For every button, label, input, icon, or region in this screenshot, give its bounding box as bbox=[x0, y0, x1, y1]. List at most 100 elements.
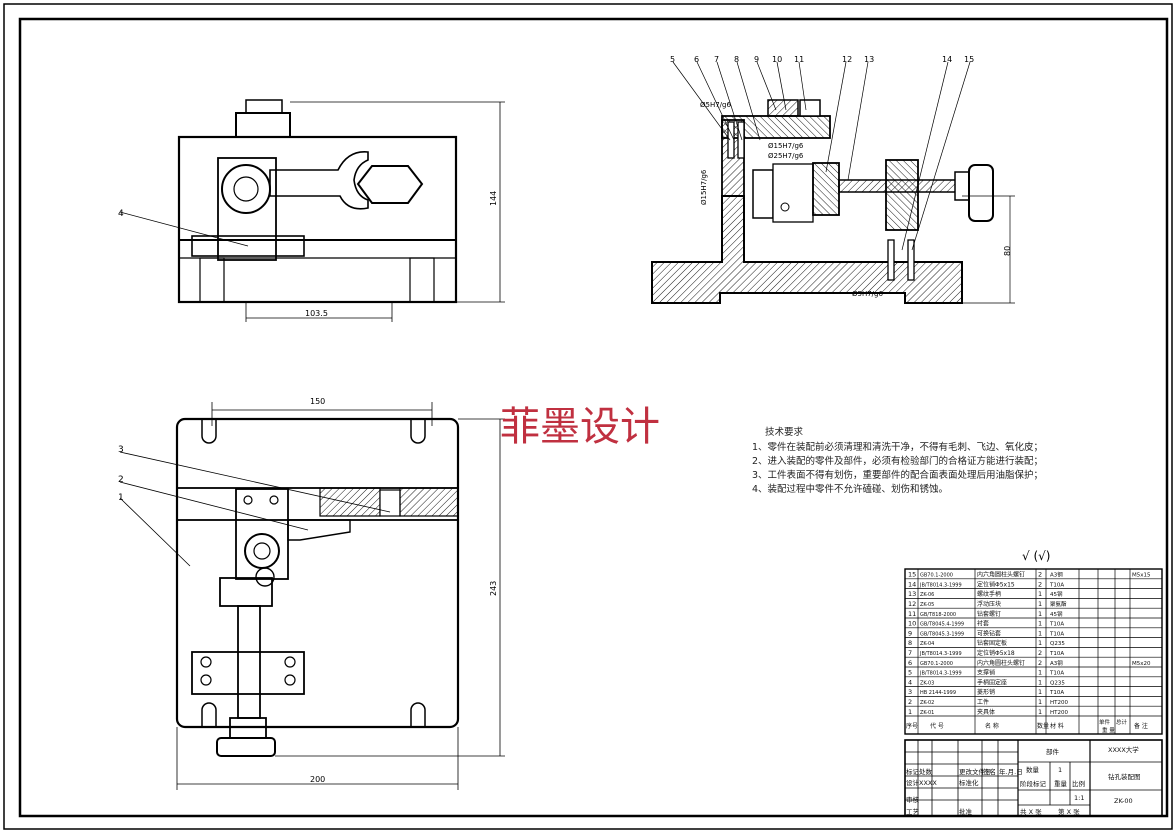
inner-frame bbox=[18, 17, 1169, 818]
bom-cell-code: ZK-05 bbox=[920, 602, 934, 608]
watermark: 菲墨设计 bbox=[500, 404, 660, 450]
section-view bbox=[651, 61, 1015, 304]
tech-req-item: 3、工件表面不得有划伤，重要部件的配合面表面处理后用油脂保护； bbox=[752, 469, 1043, 481]
bom-cell-name: 内六角圆柱头螺钉 bbox=[977, 659, 1025, 667]
balloon-10: 10 bbox=[772, 55, 782, 64]
bom-cell-name: 定位销Φ5x15 bbox=[977, 580, 1015, 588]
bom-cell-name: 工件 bbox=[977, 698, 989, 706]
title-block bbox=[904, 739, 1163, 817]
tb-drawing-name: 钻孔装配图 bbox=[1108, 772, 1141, 781]
bom-cell-qty: 2 bbox=[1038, 649, 1042, 657]
tech-requirements: 技术要求 1、零件在装配前必须清理和清洗干净，不得有毛刺、飞边、氧化皮； 2、进… bbox=[752, 426, 1043, 495]
bom-cell-material: 聚氨酯 bbox=[1050, 600, 1067, 608]
bom-cell-no: 10 bbox=[908, 620, 916, 628]
bom-cell-code: GB/T818-2000 bbox=[920, 612, 956, 618]
front-dim-height: 144 bbox=[489, 191, 498, 206]
bom-cell-code: ZK-03 bbox=[920, 680, 934, 686]
bom-cell-name: 螺纹手柄 bbox=[977, 590, 1001, 598]
outer-border bbox=[3, 3, 1173, 830]
bom-cell-name: 钻套固定板 bbox=[977, 639, 1007, 647]
tb-design: 设计 bbox=[906, 778, 920, 787]
bom-header-no: 序号 bbox=[906, 722, 918, 730]
top-part-label-1: 1 bbox=[118, 493, 124, 503]
bom-cell-material: T10A bbox=[1049, 582, 1064, 588]
bom-cell-qty: 1 bbox=[1038, 708, 1042, 716]
bom-cell-qty: 2 bbox=[1038, 571, 1042, 579]
section-dim-height: 80 bbox=[1003, 246, 1012, 256]
fit-label: Ø5H7/g6 bbox=[700, 101, 731, 109]
bom-cell-no: 8 bbox=[908, 639, 912, 647]
balloon-12: 12 bbox=[842, 55, 852, 64]
bom-cell-no: 1 bbox=[908, 708, 912, 716]
bom-cell-qty: 1 bbox=[1038, 620, 1042, 628]
balloon-5: 5 bbox=[670, 55, 675, 64]
bom-cell-name: 夹具体 bbox=[977, 708, 995, 716]
bom-cell-code: GB70.1-2000 bbox=[920, 573, 953, 579]
bom-cell-qty: 2 bbox=[1038, 659, 1042, 667]
fit-label: Ø5H7/g6 bbox=[852, 290, 883, 298]
bom-cell-material: T10A bbox=[1049, 690, 1064, 696]
fit-label: Ø25H7/g6 bbox=[768, 152, 804, 160]
bom-cell-qty: 1 bbox=[1038, 590, 1042, 598]
bom-cell-name: 钻套螺钉 bbox=[977, 610, 1001, 618]
fit-labels: Ø5H7/g6 Ø15H7/g6 Ø25H7/g6 Ø15H7/g6 Ø5H7/… bbox=[700, 101, 883, 298]
bom-header-code: 代 号 bbox=[930, 722, 944, 730]
bom-cell-code: HB 2144-1999 bbox=[920, 690, 956, 696]
tb-qty-label: 数量 bbox=[1026, 765, 1040, 774]
bom-cell-name: 浮动压块 bbox=[977, 600, 1001, 608]
bom-cell-note: M5x20 bbox=[1132, 661, 1151, 667]
tb-stage: 阶段标记 bbox=[1020, 779, 1047, 788]
bom-cell-code: ZK-01 bbox=[920, 710, 934, 716]
bom-cell-material: Q235 bbox=[1050, 680, 1065, 686]
bom-cell-material: T10A bbox=[1049, 622, 1064, 628]
balloon-7: 7 bbox=[714, 55, 719, 64]
balloon-6: 6 bbox=[694, 55, 699, 64]
bom-cell-no: 4 bbox=[908, 678, 912, 686]
tb-design-name: XXXX bbox=[919, 779, 937, 787]
title-block-text: 标记 处数 更改文件号 签名 年.月.日 设计 XXXX 标准化 审核 工艺 批… bbox=[906, 745, 1141, 816]
tb-university: XXXX大学 bbox=[1108, 745, 1139, 754]
bom-cell-code: ZK-06 bbox=[920, 592, 934, 598]
bom-cell-material: HT200 bbox=[1050, 710, 1068, 716]
top-dim-243: 243 bbox=[489, 581, 498, 596]
bom-cell-no: 13 bbox=[908, 590, 916, 598]
front-part-label: 4 bbox=[118, 209, 124, 219]
tb-drawing-no: ZK-00 bbox=[1114, 797, 1133, 805]
bom-cell-code: GB/T8045.3-1999 bbox=[920, 631, 964, 637]
tech-req-item: 4、装配过程中零件不允许磕碰、划伤和锈蚀。 bbox=[752, 483, 948, 495]
bom-cell-code: GB70.1-2000 bbox=[920, 661, 953, 667]
bom-cell-no: 6 bbox=[908, 659, 912, 667]
balloon-11: 11 bbox=[794, 55, 804, 64]
tb-count: 处数 bbox=[919, 767, 933, 776]
fit-label: Ø15H7/g6 bbox=[700, 169, 708, 205]
top-part-label-2: 2 bbox=[118, 475, 124, 485]
top-dim-150: 150 bbox=[310, 397, 325, 406]
bom-cell-code: JB/T8014.3-1999 bbox=[919, 582, 962, 588]
bom-cell-note: M5x15 bbox=[1132, 573, 1151, 579]
tb-sheets-total: 共 X 张 bbox=[1020, 807, 1042, 816]
tb-material: 部件 bbox=[1046, 747, 1060, 756]
bom-frame bbox=[904, 568, 1163, 735]
bom-cell-name: 衬套 bbox=[977, 620, 989, 628]
bom-header-qty: 数量 bbox=[1037, 722, 1049, 730]
bom-cell-no: 2 bbox=[908, 698, 912, 706]
tb-review: 审核 bbox=[906, 795, 920, 804]
tb-scale: 比例 bbox=[1072, 779, 1085, 788]
top-view bbox=[119, 402, 505, 790]
bom-cell-no: 5 bbox=[908, 669, 912, 677]
bom-cell-name: 菱形销 bbox=[977, 688, 995, 696]
tb-date: 年.月.日 bbox=[999, 767, 1023, 776]
bom-cell-qty: 1 bbox=[1038, 610, 1042, 618]
bom-cell-qty: 1 bbox=[1038, 678, 1042, 686]
balloon-8: 8 bbox=[734, 55, 739, 64]
bom-header-material: 材 料 bbox=[1050, 722, 1064, 730]
bom-cell-code: ZK-04 bbox=[920, 641, 934, 647]
bom-cell-name: 定位销Φ5x18 bbox=[977, 649, 1015, 657]
tech-req-item: 2、进入装配的零件及部件，必须有检验部门的合格证方能进行装配； bbox=[752, 455, 1043, 467]
bom-header-total-weight: 总计 bbox=[1116, 718, 1128, 726]
bom-cell-qty: 2 bbox=[1038, 580, 1042, 588]
tech-req-title: 技术要求 bbox=[765, 426, 804, 438]
roughness-symbol: √ (√) bbox=[1022, 549, 1050, 563]
